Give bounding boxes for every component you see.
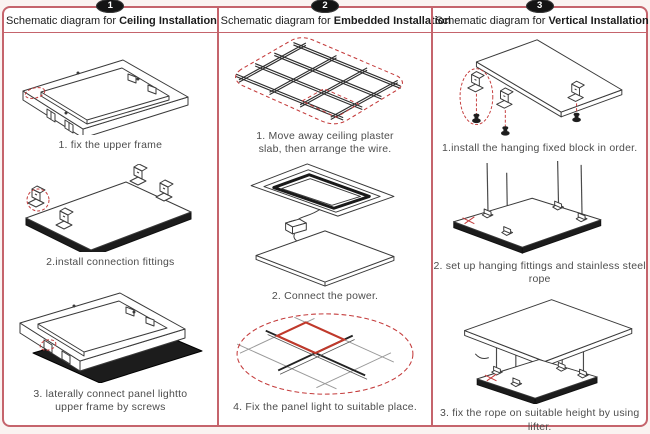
step-caption: 2. Connect the power. — [271, 290, 379, 303]
panel-title-prefix: Schematic diagram for — [6, 15, 117, 27]
step-caption: 3. laterally connect panel lightto upper… — [33, 388, 188, 414]
panel-title-prefix: Schematic diagram for — [435, 15, 546, 27]
step-number-badge: 3 — [525, 0, 554, 13]
step-number-badge: 1 — [96, 0, 125, 13]
step-caption: 3. fix the rope on suitable height by us… — [439, 407, 640, 433]
step-caption: 4. Fix the panel light to suitable place… — [233, 401, 417, 414]
frame-on-panel-drawing — [19, 292, 203, 384]
step-number-badge: 2 — [311, 0, 339, 13]
panel-vertical-installation: 3 Schematic diagram for Vertical Install… — [431, 0, 649, 433]
ropes-drawing — [453, 161, 602, 254]
panel-title-prefix: Schematic diagram for — [220, 15, 331, 27]
step-caption: 1. Move away ceiling plaster slab, then … — [256, 130, 394, 156]
panel-content: 1. fix the upper frame 2.install connect… — [4, 33, 217, 425]
panel-title-name: Ceiling Installation — [119, 15, 217, 27]
lifter-height-drawing — [464, 299, 633, 405]
panel-ceiling-installation: 1 Schematic diagram for Ceiling Installa… — [4, 0, 217, 425]
panel-title: Schematic diagram for Embedded Installat… — [218, 8, 451, 33]
panel-content: 1.install the hanging fixed block in ord… — [433, 33, 646, 434]
panel-title: Schematic diagram for Vertical Installat… — [433, 8, 649, 33]
connect-power-drawing — [250, 163, 395, 287]
panel-content: 1. Move away ceiling plaster slab, then … — [219, 33, 432, 425]
panel-title: Schematic diagram for Ceiling Installati… — [4, 8, 217, 33]
step-caption: 1. fix the upper frame — [58, 139, 163, 151]
ceiling-grid-drawing — [235, 37, 403, 125]
panel-with-fittings-drawing — [25, 164, 192, 253]
upper-frame-drawing — [22, 59, 189, 135]
panel-title-name: Embedded Installation — [333, 15, 452, 27]
step-caption: 2.install connection fittings — [46, 256, 175, 269]
step-caption: 2. set up hanging fittings and stainless… — [433, 260, 646, 286]
panel-embedded-installation: 2 Schematic diagram for Embedded Install… — [216, 0, 451, 425]
step-caption: 1.install the hanging fixed block in ord… — [441, 142, 638, 154]
panel-title-name: Vertical Installation — [548, 15, 649, 27]
fix-in-grid-drawing — [236, 313, 414, 396]
hanging-blocks-drawing — [459, 39, 623, 136]
